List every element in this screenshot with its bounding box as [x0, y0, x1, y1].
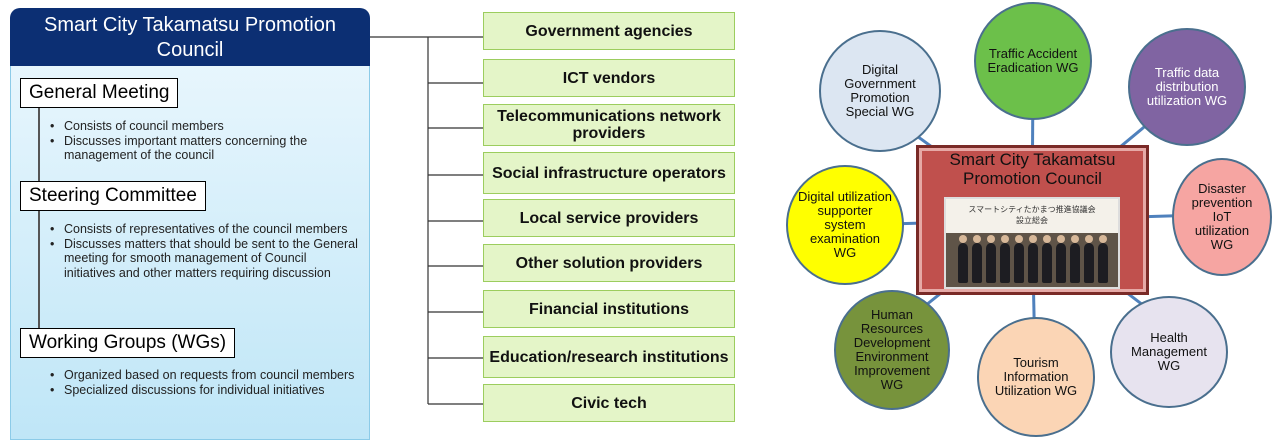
wg-health-management: Health Management WG [1110, 296, 1228, 408]
member-social-infrastructure-operators: Social infrastructure operators [483, 152, 735, 194]
tree-connector [38, 210, 40, 330]
steering-committee-bullets: Consists of representatives of the counc… [48, 222, 358, 280]
council-founding-photo: スマートシティたかまつ推進協議会 設立総会 [944, 197, 1120, 289]
photo-banner: スマートシティたかまつ推進協議会 設立総会 [946, 199, 1118, 233]
wg-traffic-accident-eradication: Traffic Accident Eradication WG [974, 2, 1092, 120]
center-council-title: Smart City Takamatsu Promotion Council [949, 150, 1116, 188]
member-ict-vendors: ICT vendors [483, 59, 735, 97]
tree-connector [38, 106, 40, 192]
steering-committee-box: Steering Committee [20, 181, 206, 211]
member-financial-institutions: Financial institutions [483, 290, 735, 328]
bullet-item: Discusses matters that should be sent to… [48, 237, 358, 281]
bullet-item: Discusses important matters concerning t… [48, 134, 358, 163]
council-title: Smart City Takamatsu Promotion Council [10, 8, 370, 66]
bullet-item: Specialized discussions for individual i… [48, 383, 358, 398]
wg-digital-government-promotion: Digital Government Promotion Special WG [819, 30, 941, 152]
wg-disaster-prevention-iot: Disaster prevention IoT utilization WG [1172, 158, 1272, 276]
working-groups-box: Working Groups (WGs) [20, 328, 236, 358]
wg-digital-utilization-supporter: Digital utilization supporter system exa… [786, 165, 904, 285]
member-government-agencies: Government agencies [483, 12, 735, 50]
wg-human-resources-development: Human Resources Development Environment … [834, 290, 950, 410]
bullet-item: Consists of council members [48, 119, 358, 134]
working-groups-bullets: Organized based on requests from council… [48, 368, 358, 397]
general-meeting-bullets: Consists of council members Discusses im… [48, 119, 358, 163]
bullet-item: Consists of representatives of the counc… [48, 222, 358, 237]
member-education-research-institutions: Education/research institutions [483, 336, 735, 378]
member-telecommunications-network-providers: Telecommunications network providers [483, 104, 735, 146]
member-civic-tech: Civic tech [483, 384, 735, 422]
wg-tourism-information: Tourism Information Utilization WG [977, 317, 1095, 437]
general-meeting-box: General Meeting [20, 78, 179, 108]
member-other-solution-providers: Other solution providers [483, 244, 735, 282]
wg-traffic-data-distribution: Traffic data distribution utilization WG [1128, 28, 1246, 146]
bullet-item: Organized based on requests from council… [48, 368, 358, 383]
member-local-service-providers: Local service providers [483, 199, 735, 237]
